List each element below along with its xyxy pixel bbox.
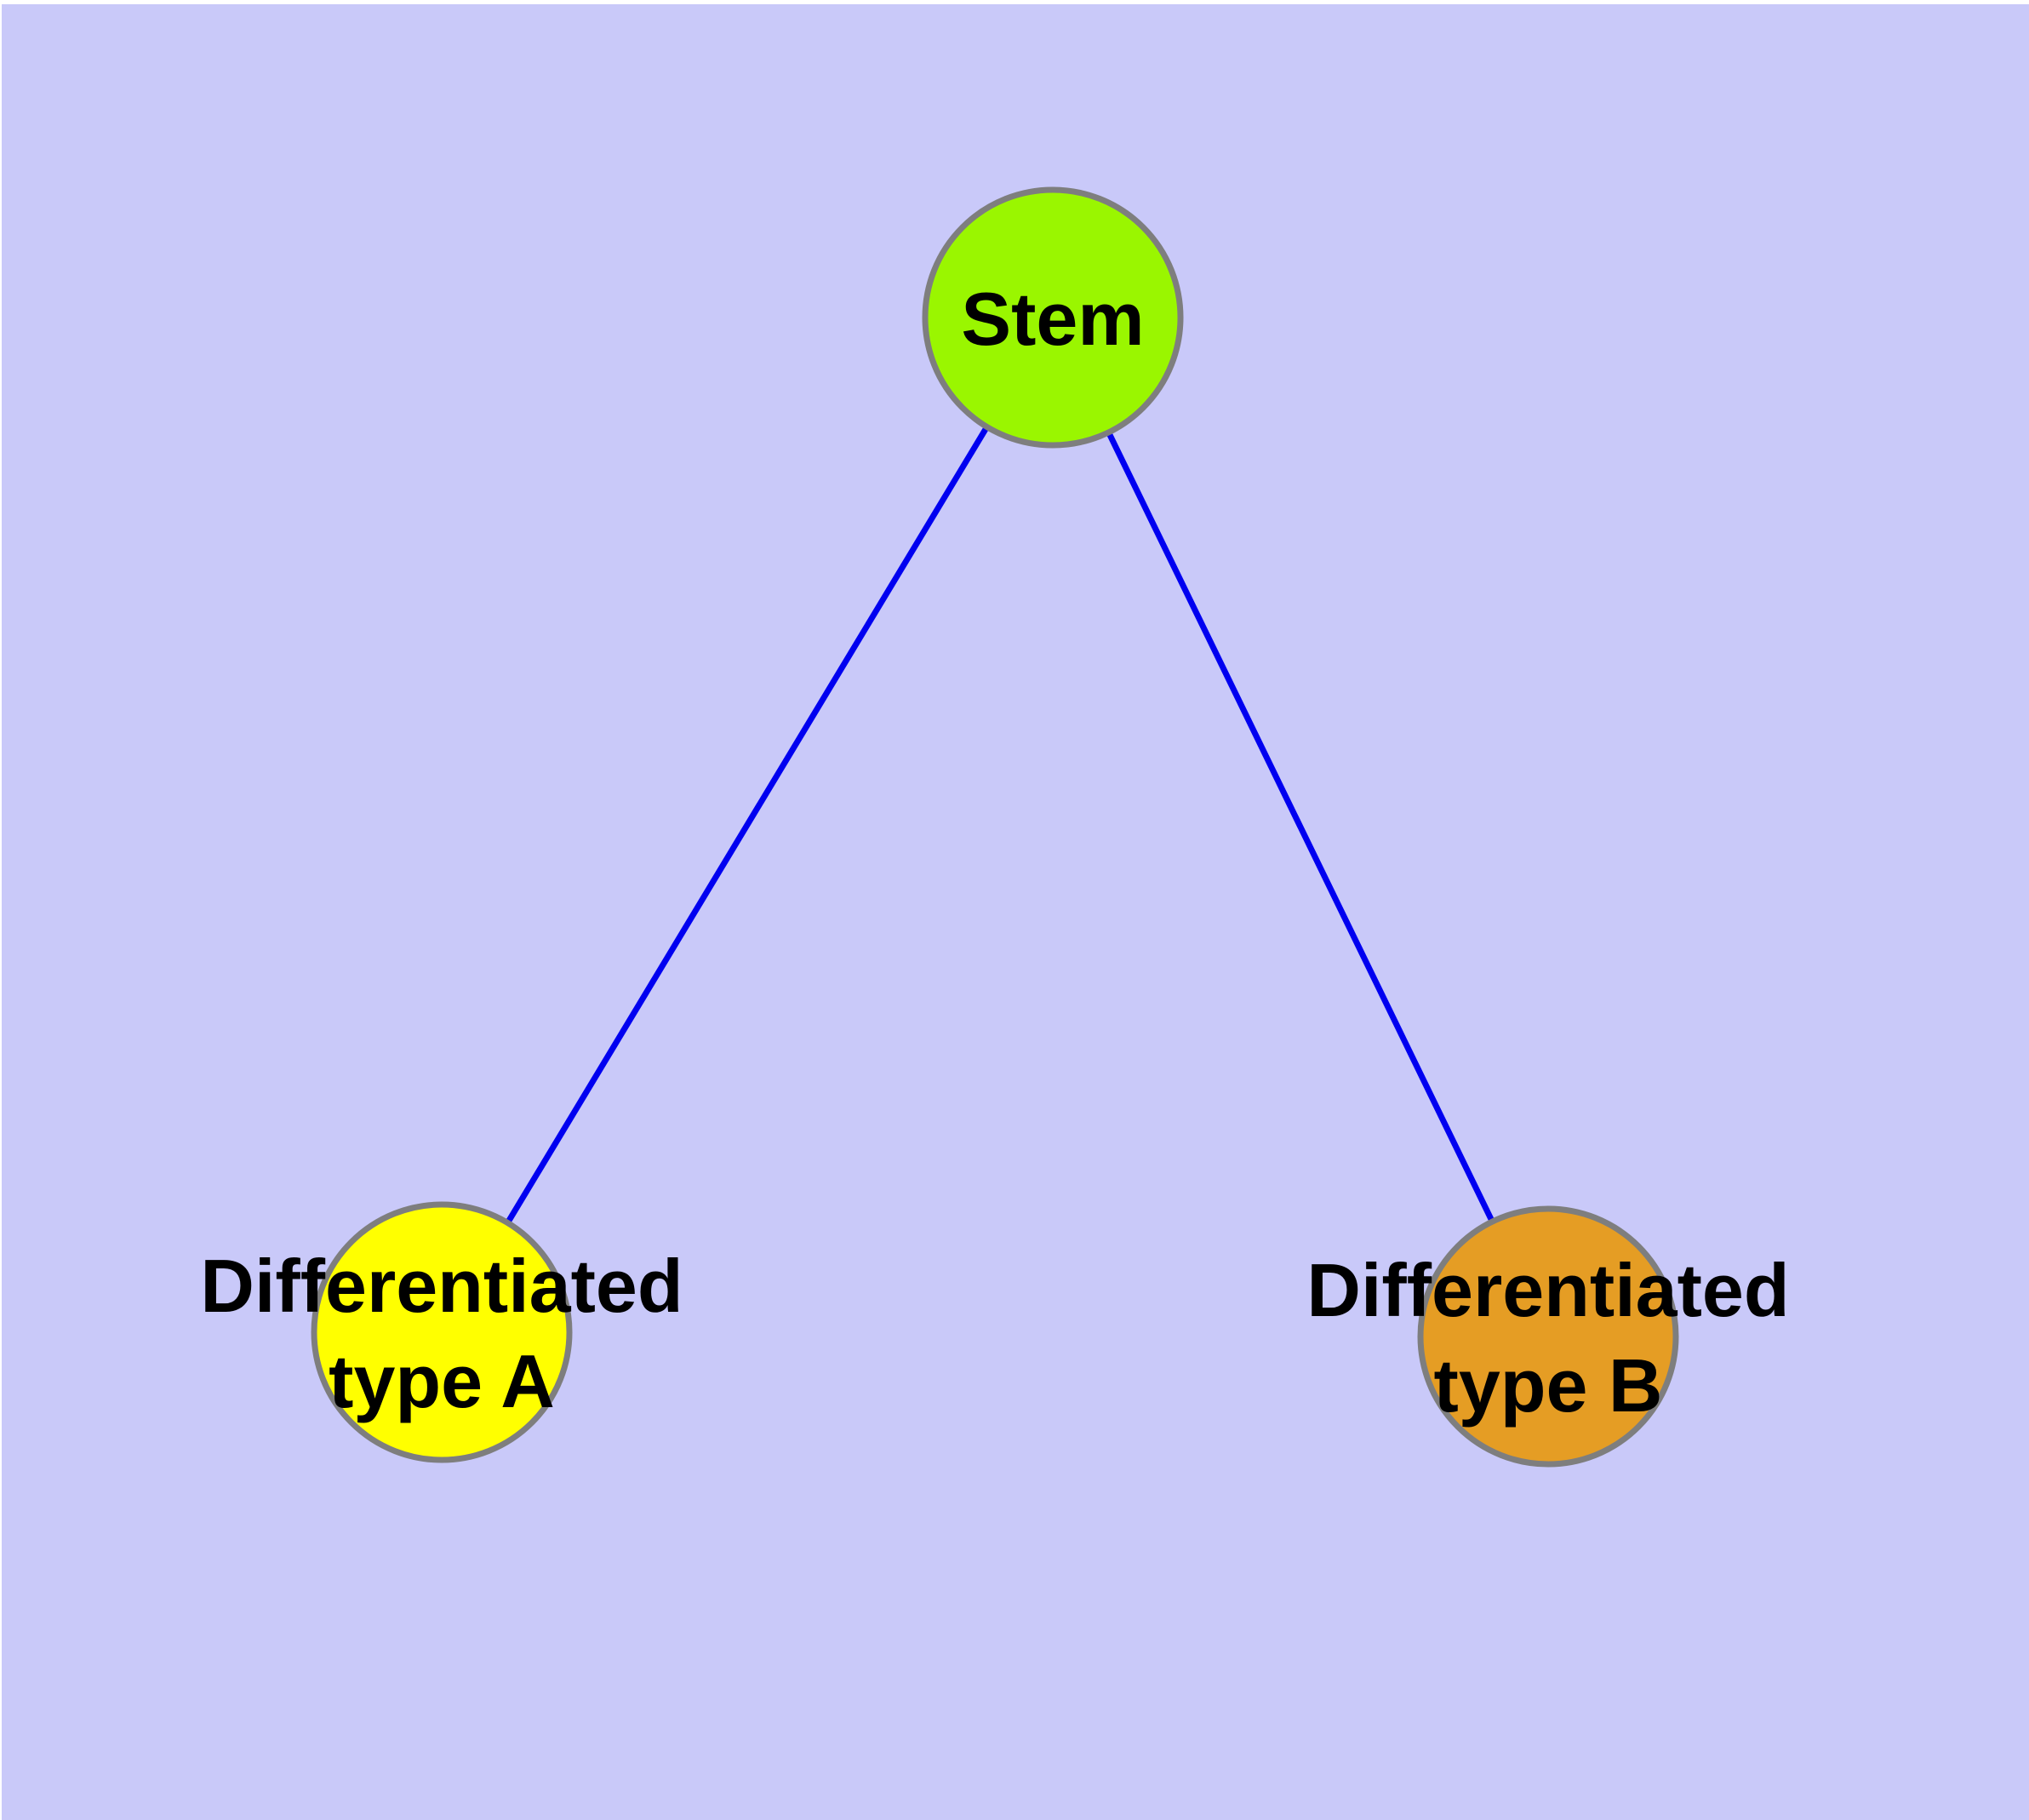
edge-stem-to-differentiated-type-a — [439, 316, 1055, 1334]
node-differentiated-type-a-label-line-1: Differentiated — [200, 1244, 683, 1328]
node-differentiated-type-a-label: Differentiated type A — [200, 1244, 683, 1423]
edge-stem-to-differentiated-type-b — [1049, 316, 1552, 1338]
node-differentiated-type-a-label-line-2: type A — [329, 1339, 555, 1423]
node-differentiated-type-b-circle — [1417, 1205, 1679, 1468]
node-differentiated-type-b-label-line-2: type B — [1434, 1343, 1663, 1428]
node-differentiated-type-b-label-line-1: Differentiated — [1306, 1248, 1789, 1332]
nodes-layer — [311, 186, 1679, 1468]
node-stem-label-line-1: Stem — [961, 277, 1144, 361]
edges-layer — [439, 316, 1552, 1338]
node-stem-label: Stem — [961, 277, 1144, 361]
node-stem-circle — [922, 186, 1184, 449]
node-differentiated-type-b-label: Differentiated type B — [1306, 1248, 1789, 1428]
node-differentiated-type-a-circle — [311, 1201, 573, 1463]
